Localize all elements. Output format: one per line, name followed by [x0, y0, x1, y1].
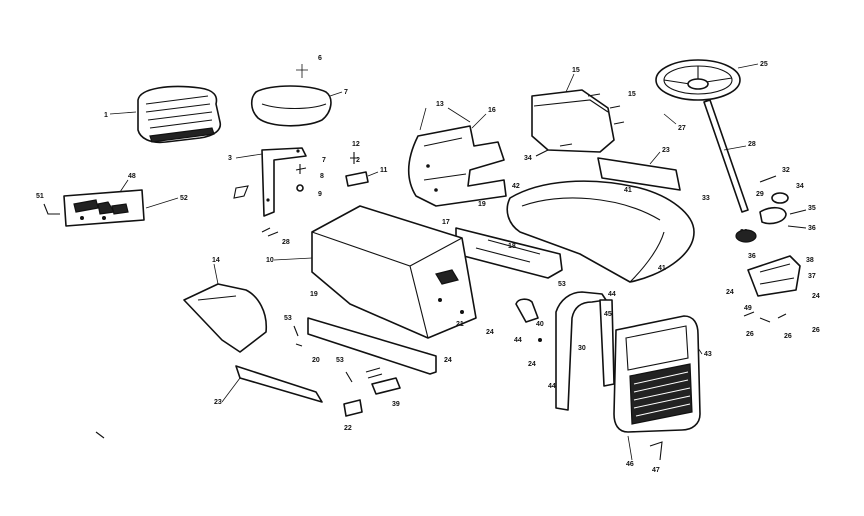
- floor-plate-left: [235, 365, 323, 403]
- callout-26b: 26: [784, 333, 792, 340]
- hood: [506, 180, 695, 283]
- callout-46: 46: [626, 461, 634, 468]
- callout-33: 33: [702, 195, 710, 202]
- callout-10: 10: [266, 257, 274, 264]
- callout-48: 48: [128, 173, 136, 180]
- callout-1: 1: [104, 112, 108, 119]
- callout-12: 12: [352, 141, 360, 148]
- control-panel: [63, 189, 145, 227]
- callout-53b: 53: [336, 357, 344, 364]
- callout-39: 39: [392, 401, 400, 408]
- steering-shaft: [703, 99, 749, 213]
- callout-3: 3: [228, 155, 232, 162]
- tube-40: [515, 298, 539, 323]
- callout-24-left: 24: [528, 361, 536, 368]
- callout-49: 49: [744, 305, 752, 312]
- callout-52: 52: [180, 195, 188, 202]
- callout-16: 16: [488, 107, 496, 114]
- callout-41b: 41: [658, 265, 666, 272]
- callout-19: 19: [478, 201, 486, 208]
- callout-13: 13: [436, 101, 444, 108]
- callout-26c: 26: [812, 327, 820, 334]
- callout-26a: 26: [746, 331, 754, 338]
- plate-22: [343, 399, 363, 417]
- dash-cover: [531, 89, 615, 153]
- callout-14: 14: [212, 257, 220, 264]
- seat-support-frame: [407, 125, 507, 207]
- callout-53b-r: 53: [558, 281, 566, 288]
- callout-19b: 19: [310, 291, 318, 298]
- callout-23a: 23: [662, 147, 670, 154]
- callout-24c: 24: [726, 289, 734, 296]
- callout-23b: 23: [214, 399, 222, 406]
- callout-36: 36: [748, 253, 756, 260]
- front-bumper-bar: [555, 291, 615, 411]
- floor-plate: [307, 317, 437, 375]
- callout-24b: 24: [486, 329, 494, 336]
- callout-11: 11: [380, 167, 388, 174]
- callout-43: 43: [704, 351, 712, 358]
- callout-45: 45: [604, 311, 612, 318]
- callout-25: 25: [760, 61, 768, 68]
- callout-44a: 44: [514, 337, 522, 344]
- callout-21: 21: [456, 321, 464, 328]
- callout-41a: 41: [624, 187, 632, 194]
- callout-24a: 24: [444, 357, 452, 364]
- callout-2: 2: [356, 157, 360, 164]
- steering-sector: [747, 255, 801, 297]
- callout-40: 40: [536, 321, 544, 328]
- callout-51: 51: [36, 193, 44, 200]
- callout-6: 6: [318, 55, 322, 62]
- callout-7b: 7: [322, 157, 326, 164]
- callout-22: 22: [344, 425, 352, 432]
- callout-15: 15: [628, 91, 636, 98]
- callout-29: 29: [756, 191, 764, 198]
- callout-28b: 28: [748, 141, 756, 148]
- callout-28: 28: [282, 239, 290, 246]
- callout-27: 27: [678, 125, 686, 132]
- callout-8: 8: [320, 173, 324, 180]
- callout-34b: 34: [796, 183, 804, 190]
- callout-34a: 34: [524, 155, 532, 162]
- floor-plate-right: [597, 157, 681, 191]
- callout-7a: 7: [344, 89, 348, 96]
- seat-pan: [250, 85, 332, 127]
- callout-44c: 44: [548, 383, 556, 390]
- callout-44b: 44: [608, 291, 616, 298]
- callout-38: 38: [806, 257, 814, 264]
- callout-42: 42: [512, 183, 520, 190]
- callout-18: 18: [508, 243, 516, 250]
- callout-17: 17: [442, 219, 450, 226]
- seat: [137, 85, 222, 144]
- callout-30b: 30: [578, 345, 586, 352]
- callout-35: 35: [808, 205, 816, 212]
- callout-24d: 24: [812, 293, 820, 300]
- callout-9: 9: [318, 191, 322, 198]
- front-grille: [613, 315, 701, 433]
- callout-47: 47: [652, 467, 660, 474]
- callout-36-top: 36: [808, 225, 816, 232]
- footrest: [183, 283, 268, 353]
- callout-32: 32: [782, 167, 790, 174]
- seat-bracket: [261, 147, 307, 217]
- fender-body: [311, 205, 477, 339]
- callout-20: 20: [312, 357, 320, 364]
- steering-wheel: [655, 59, 741, 101]
- callout-53a: 53: [284, 315, 292, 322]
- callout-15-top: 15: [572, 67, 580, 74]
- callout-37: 37: [808, 273, 816, 280]
